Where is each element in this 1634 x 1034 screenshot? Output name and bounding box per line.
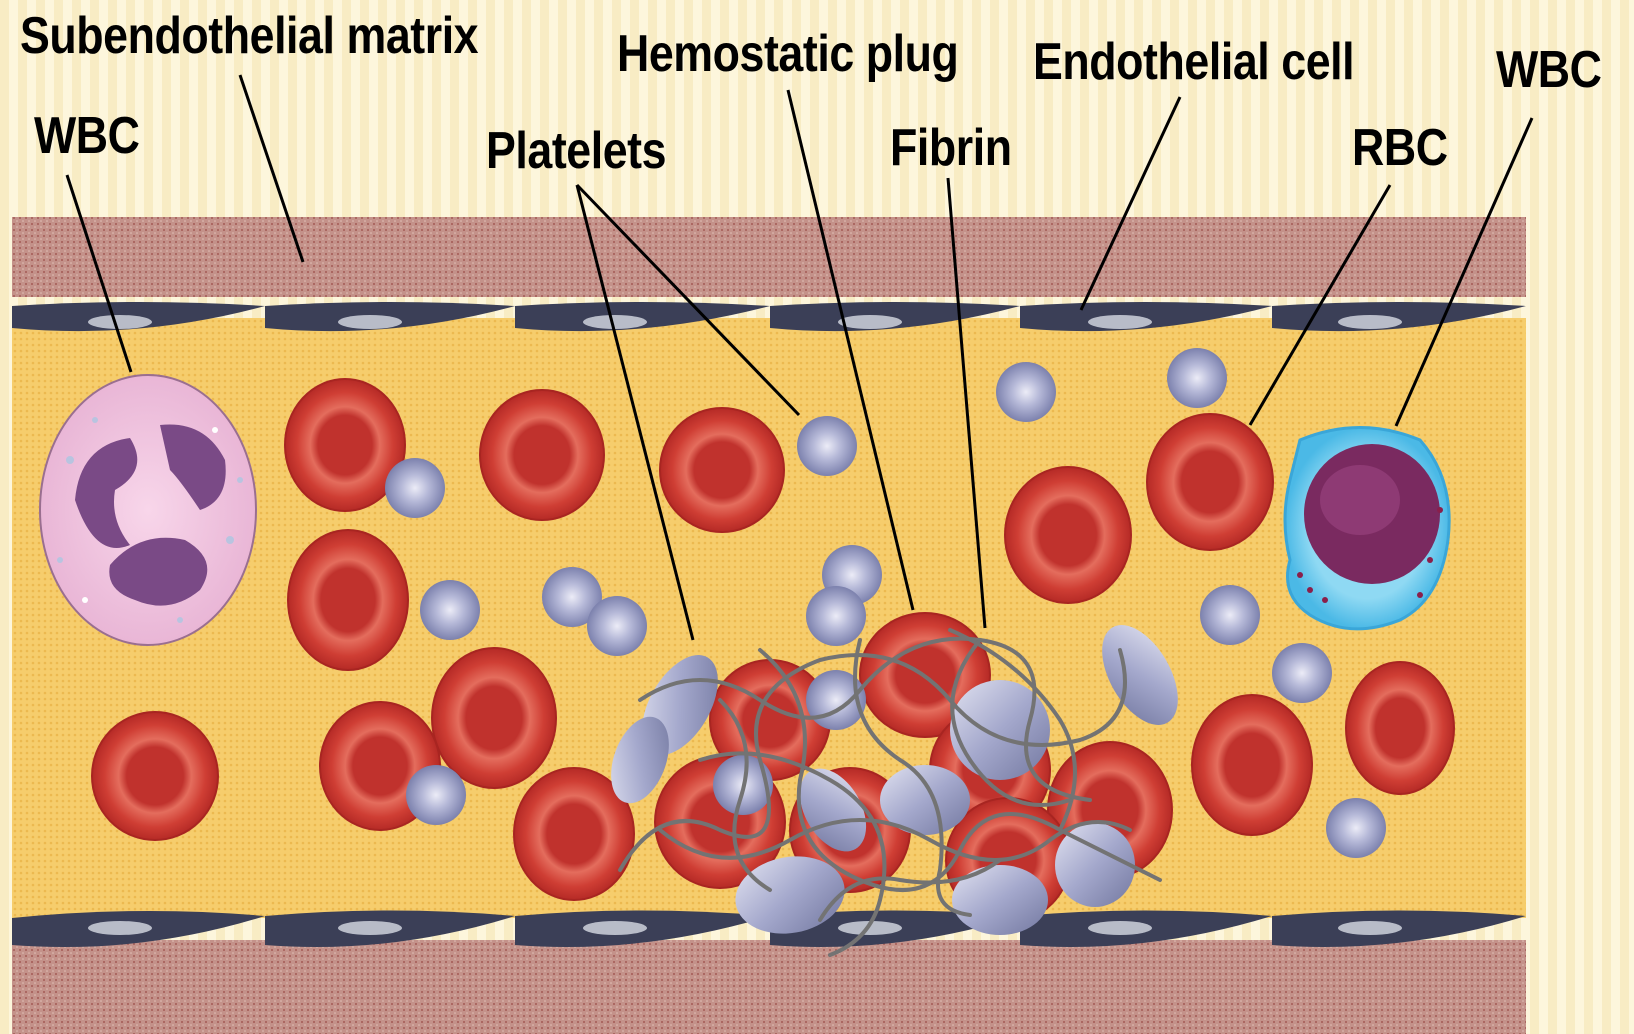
platelet xyxy=(406,765,466,825)
label-endothelial-cell: Endothelial cell xyxy=(1033,36,1354,88)
platelet xyxy=(587,596,647,656)
label-rbc: RBC xyxy=(1352,122,1448,174)
subendothelial-matrix-top xyxy=(12,217,1526,297)
wbc-neutrophil xyxy=(40,375,256,645)
label-platelets: Platelets xyxy=(486,125,666,177)
label-subendothelial-matrix: Subendothelial matrix xyxy=(20,10,478,62)
platelet xyxy=(385,458,445,518)
label-wbc-left: WBC xyxy=(34,110,140,162)
rbc xyxy=(660,408,784,532)
wbc-lymphocyte xyxy=(1285,428,1449,629)
label-hemostatic-plug: Hemostatic plug xyxy=(617,28,958,80)
rbc xyxy=(1346,662,1454,794)
rbc xyxy=(1192,695,1312,835)
platelet xyxy=(1326,798,1386,858)
subendothelial-matrix-bottom xyxy=(12,940,1526,1034)
label-wbc-right: WBC xyxy=(1496,44,1602,96)
label-fibrin: Fibrin xyxy=(890,122,1012,174)
rbc xyxy=(92,712,218,840)
platelet xyxy=(420,580,480,640)
platelet xyxy=(1167,348,1227,408)
rbc xyxy=(288,530,408,670)
platelet xyxy=(996,362,1056,422)
platelet xyxy=(1200,585,1260,645)
rbc xyxy=(432,648,556,788)
platelet xyxy=(806,586,866,646)
platelet xyxy=(797,416,857,476)
rbc xyxy=(1147,414,1273,550)
platelet xyxy=(1272,643,1332,703)
rbc xyxy=(1005,467,1131,603)
rbc xyxy=(480,390,604,520)
